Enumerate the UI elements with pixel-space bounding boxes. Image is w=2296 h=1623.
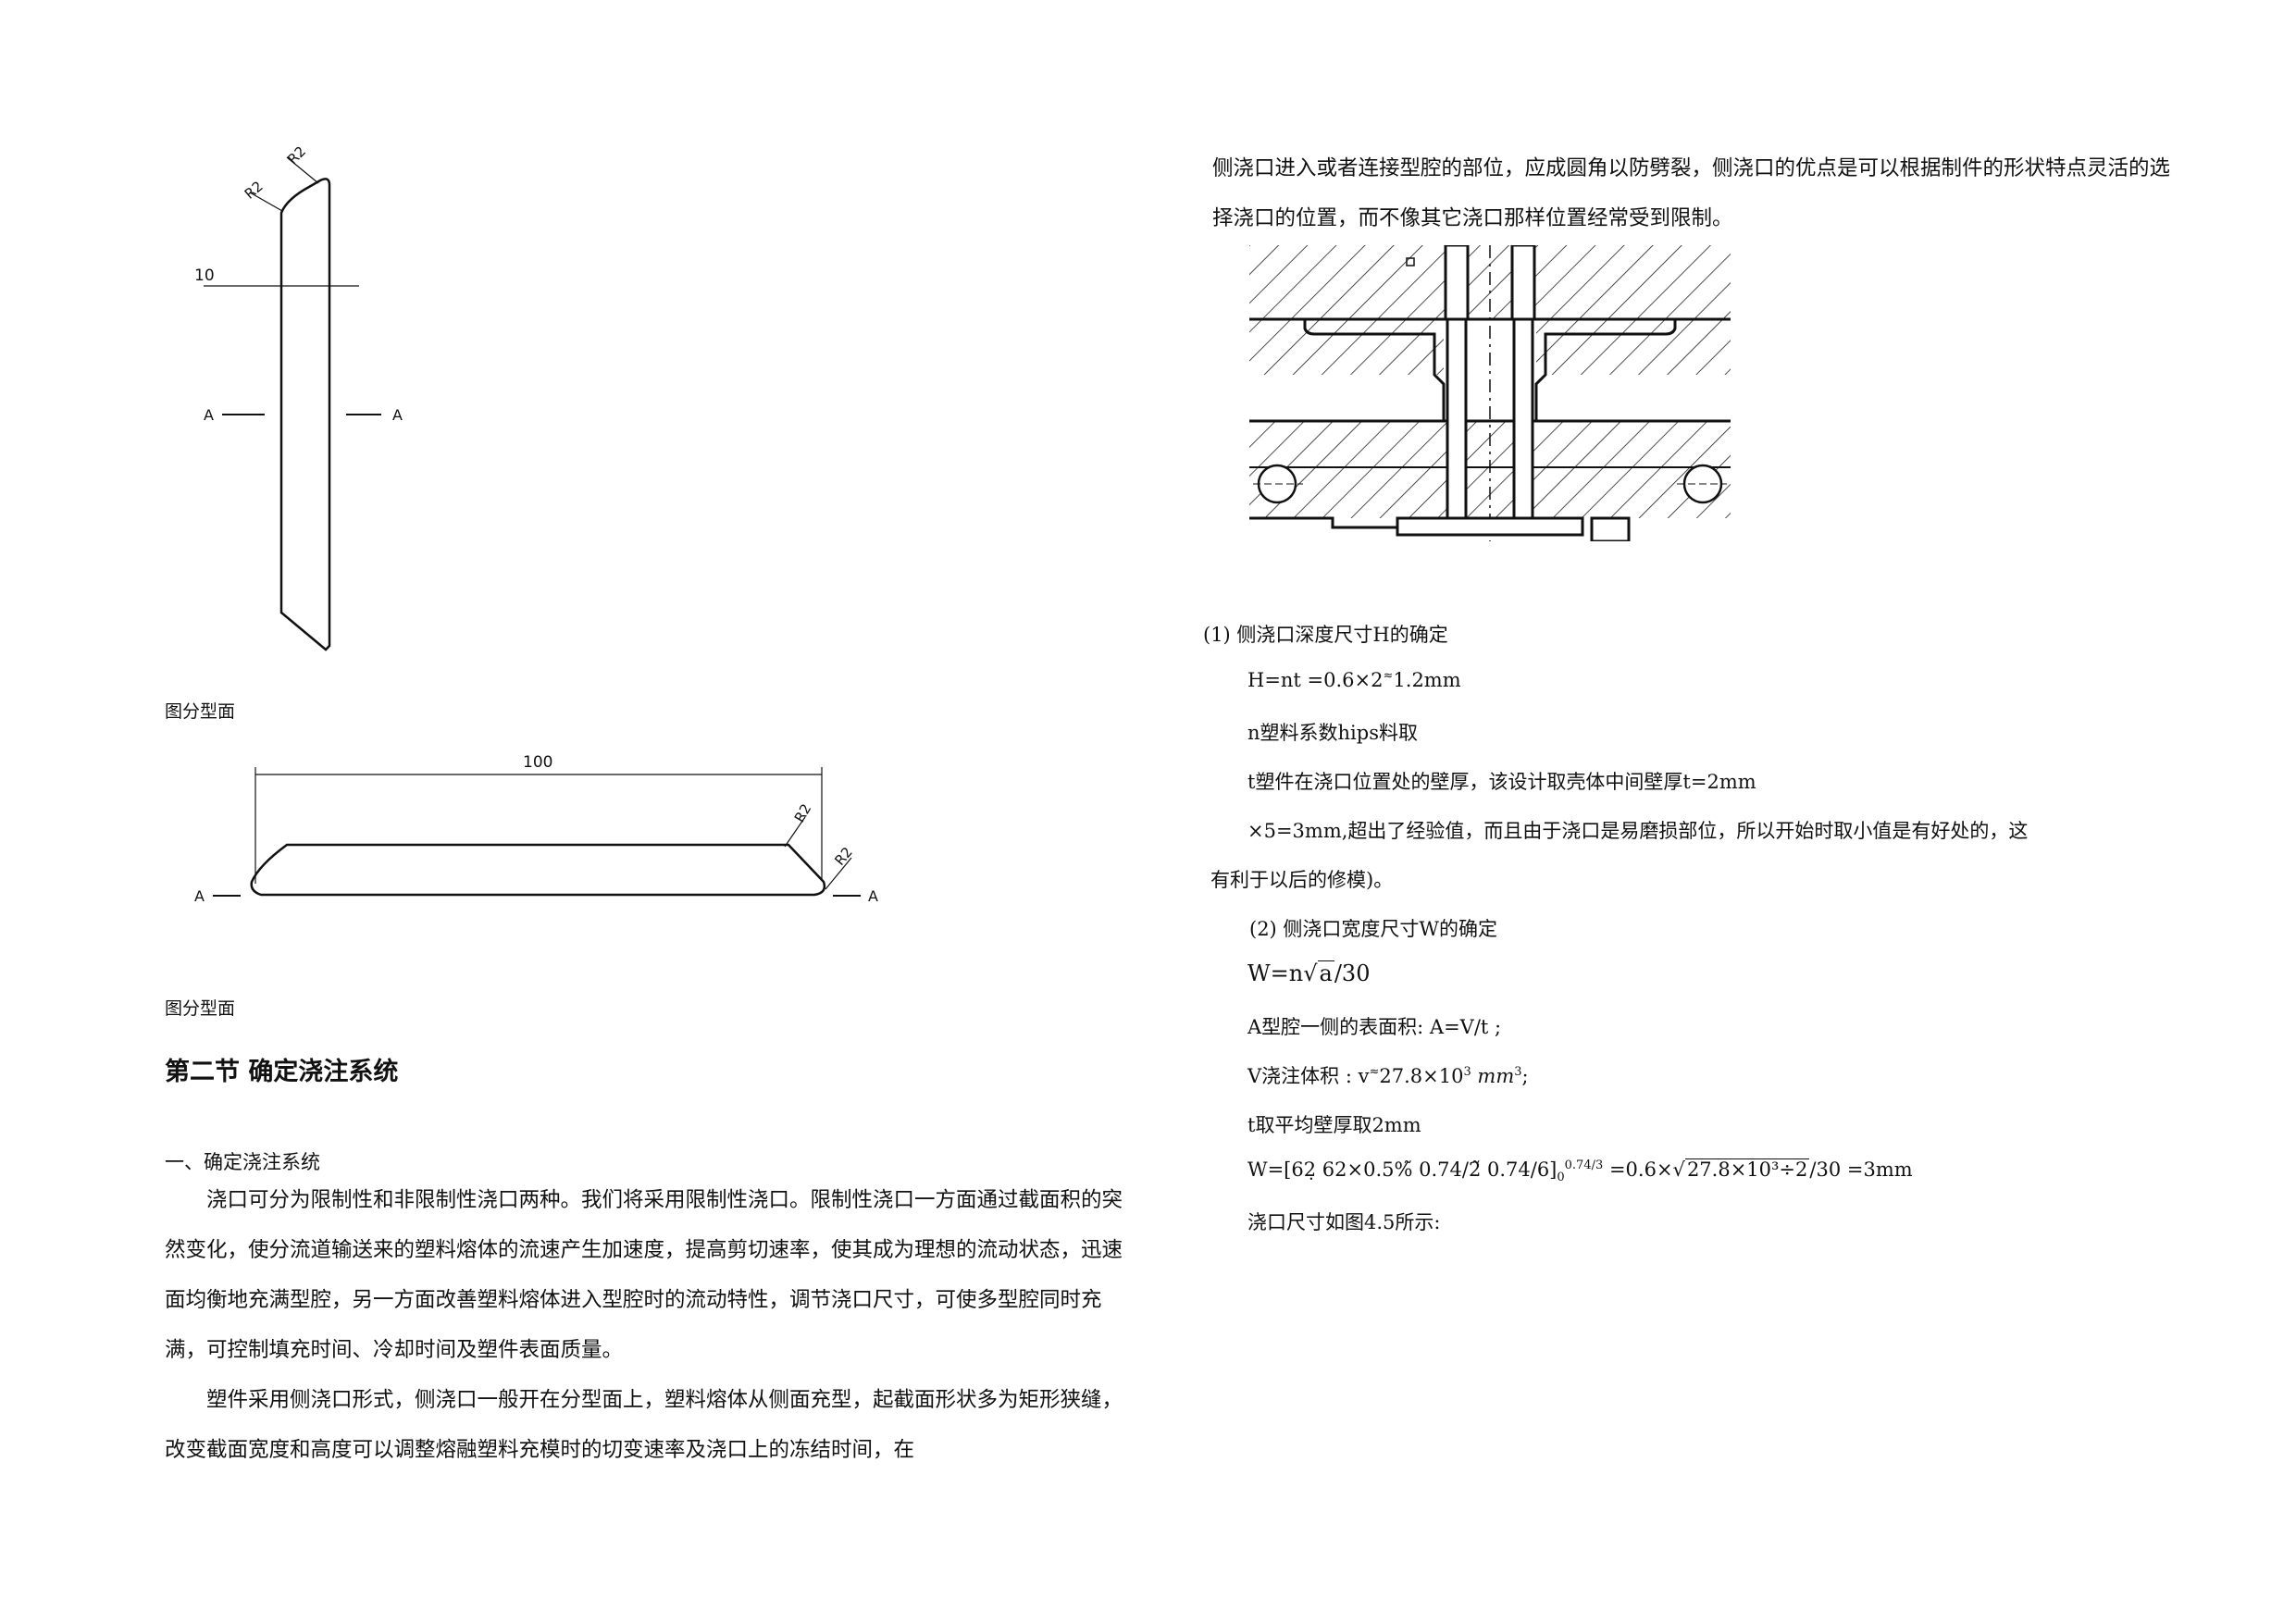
section-title: 第二节 确定浇注系统 [165, 1058, 399, 1086]
v-unit-exp: 3 [1514, 1065, 1522, 1079]
part-outline [250, 843, 826, 897]
n-line: n塑料系数hips料取 [1247, 722, 1418, 744]
figure-parting-surface-horizontal: 100 R2 R2 A A [194, 753, 878, 905]
paragraph-side-gate-advantage: 侧浇口进入或者连接型腔的部位，应成圆角以防劈裂，侧浇口的优点是可以根据制件的形状… [1212, 156, 2171, 230]
v-exp: 3 [1463, 1065, 1471, 1079]
w-calc-radicand: 27.8×10³÷2 [1684, 1158, 1810, 1181]
dim-r2-left-label: R2 [242, 178, 267, 203]
section-mark-left: A [204, 406, 214, 424]
w-title: (2) 侧浇口宽度尺寸W的确定 [1249, 918, 1498, 940]
sprue-right [1510, 245, 1536, 321]
approx-mark: ≈ [1369, 1065, 1380, 1079]
t-avg-line: t取平均壁厚取2mm [1247, 1114, 1421, 1136]
w-formula-radicand: a [1317, 960, 1334, 986]
w-calc-sup: 0.74/3 [1564, 1158, 1604, 1172]
leader-r2-a [784, 816, 806, 848]
paragraph-gate-types: 浇口可分为限制性和非限制性浇口两种。我们将采用限制性浇口。限制性浇口一方面通过截… [165, 1188, 1123, 1362]
v-value: 27.8×10 [1379, 1065, 1464, 1087]
h-formula-rhs: 1.2mm [1393, 669, 1461, 691]
dim-width-label: 10 [194, 266, 215, 285]
leader-r2-left [249, 192, 283, 212]
w-formula: W=n√a/30 [1247, 960, 1371, 986]
part-outline [279, 178, 331, 651]
a-line: A型腔一侧的表面积: A=V/t ; [1247, 1016, 1502, 1038]
subsection-title: 一、确定浇注系统 [165, 1151, 320, 1173]
w-calc-lhs: W=[62̣ 62×0.5%̃ 0.74/2̃ 0.74/6] [1247, 1158, 1558, 1181]
v-line: V浇注体积 : v≈27.8×103 mm3; [1247, 1061, 1529, 1089]
v-unit: mm [1477, 1065, 1515, 1087]
figure2-caption: 图分型面 [165, 998, 236, 1019]
leader-r2-b [825, 857, 852, 890]
dim-r2-b-label: R2 [831, 844, 856, 869]
w-calc-rhs: /30 =3mm [1809, 1158, 1913, 1181]
section-mark-left: A [194, 887, 205, 905]
figure1-caption: 图分型面 [165, 701, 236, 722]
w-formula-rhs: /30 [1334, 960, 1371, 986]
figure-parting-surface-vertical: 10 R2 R2 A A [194, 142, 403, 651]
t-line: t塑件在浇口位置处的壁厚，该设计取壳体中间壁厚t=2mm [1247, 771, 1756, 793]
dim-r2-a-label: R2 [791, 801, 815, 825]
sprue-left [1444, 245, 1470, 321]
left-body-text: 浇口可分为限制性和非限制性浇口两种。我们将采用限制性浇口。限制性浇口一方面通过截… [165, 1175, 1125, 1475]
h-title: (1) 侧浇口深度尺寸H的确定 [1203, 624, 1448, 646]
note-line-2: 有利于以后的修模)。 [1210, 869, 1394, 891]
note-line-1: ×5=3mm,超出了经验值，而且由于浇口是易磨损部位，所以开始时取小值是有好处的… [1247, 820, 2029, 842]
figure-mold-section [1249, 245, 1731, 541]
figure-reference: 浇口尺寸如图4.5所示: [1247, 1211, 1441, 1233]
section-mark-right: A [868, 887, 878, 905]
v-label: V浇注体积 : v [1247, 1065, 1370, 1087]
w-calc: W=[62̣ 62×0.5%̃ 0.74/2̃ 0.74/6]00.74/3 =… [1247, 1158, 1913, 1185]
h-formula: H=nt =0.6×2≈1.2mm [1247, 669, 1461, 691]
w-calc-sub: 0 [1557, 1171, 1565, 1185]
w-calc-mid: =0.6× [1608, 1158, 1673, 1181]
paragraph-side-gate: 塑件采用侧浇口形式，侧浇口一般开在分型面上，塑料熔体从侧面充型，起截面形状多为矩… [165, 1388, 1123, 1462]
right-intro-text: 侧浇口进入或者连接型腔的部位，应成圆角以防劈裂，侧浇口的优点是可以根据制件的形状… [1212, 143, 2175, 243]
approx-mark: ≈ [1383, 669, 1394, 683]
leader-r2-top [286, 156, 319, 184]
dim-r2-top-label: R2 [284, 142, 309, 167]
w-formula-lhs: W=n [1247, 960, 1304, 986]
section-mark-right: A [392, 406, 403, 424]
dim-length-label: 100 [523, 753, 552, 772]
v-end: ; [1521, 1065, 1529, 1087]
h-formula-lhs: H=nt =0.6×2 [1247, 669, 1384, 691]
